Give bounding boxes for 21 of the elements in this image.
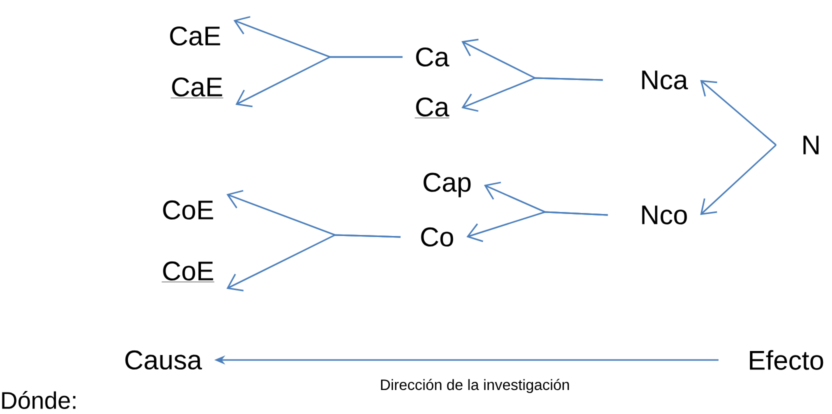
- edge-label: Dirección de la investigación: [378, 378, 571, 394]
- term-label: N: [803, 136, 819, 154]
- term-label: Ca: [414, 97, 450, 118]
- term-label: CoE: [163, 200, 214, 220]
- arrow: [226, 234, 401, 292]
- term-label: Efecto: [750, 350, 824, 370]
- arrow: [235, 56, 403, 108]
- term-label: Co: [421, 227, 454, 247]
- term-label: CoE: [162, 261, 214, 282]
- arrow: [700, 80, 777, 146]
- term-label: Nca: [642, 70, 688, 90]
- arrow: [466, 211, 608, 242]
- term-label: Cap: [424, 172, 471, 198]
- term-label: CaE: [170, 26, 220, 46]
- arrow: [461, 77, 603, 112]
- term-label: Causa: [125, 350, 202, 370]
- note-text: Dónde:: [2, 391, 76, 409]
- term-label: CaE: [170, 77, 224, 98]
- arrow: [700, 144, 777, 215]
- term-label: Ca: [416, 47, 450, 67]
- term-label: Nco: [642, 206, 687, 224]
